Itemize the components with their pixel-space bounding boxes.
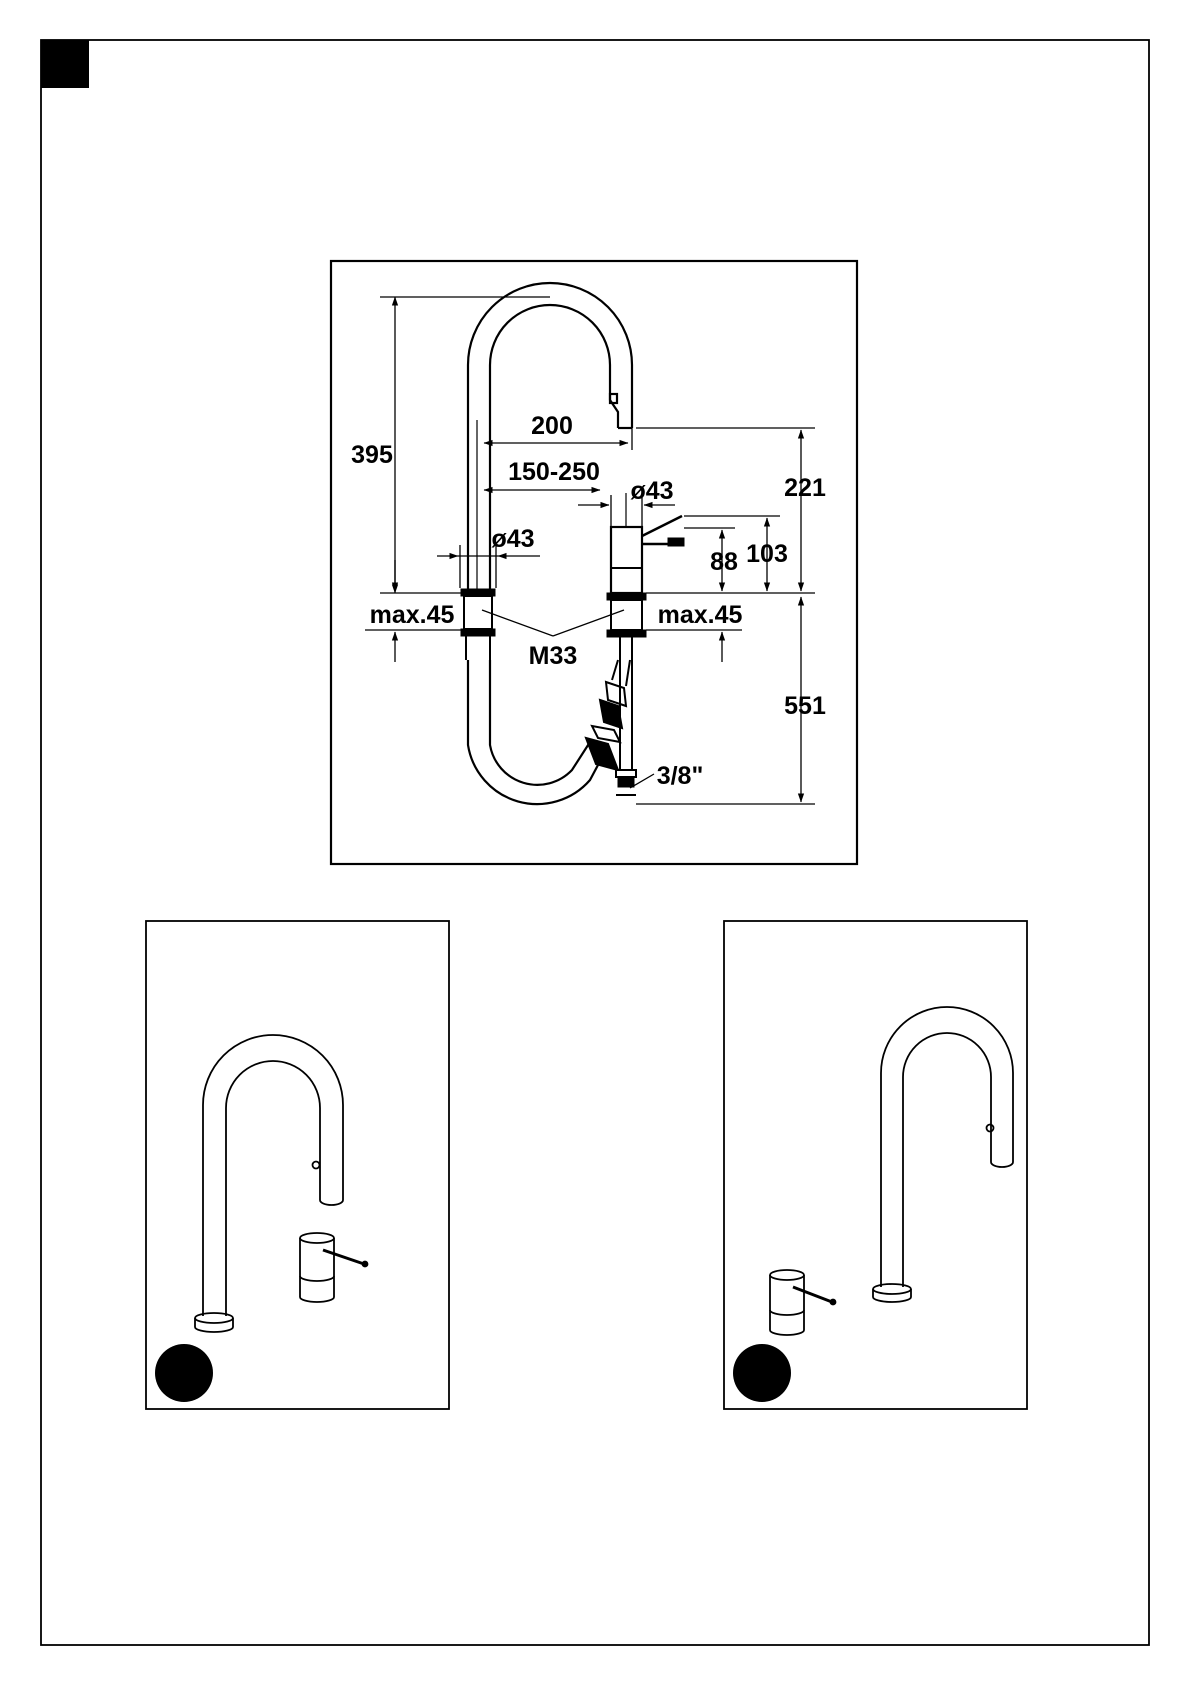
dim-reach-range: 150-250 <box>508 458 600 486</box>
variant-a-spout <box>195 1035 343 1332</box>
variant-panel-a <box>146 921 449 1409</box>
dim-deck-thickness-right: max.45 <box>658 601 743 629</box>
hose-weight <box>586 660 630 770</box>
dim-spout-reach: 200 <box>531 412 573 440</box>
variant-b-spout <box>873 1007 1013 1302</box>
dim-connection: 3/8" <box>657 762 704 790</box>
variant-a-mixer <box>300 1233 368 1302</box>
dim-spout-diameter: ø43 <box>491 525 534 553</box>
variant-panel-b <box>724 921 1027 1409</box>
pull-out-hose <box>468 660 606 804</box>
variant-marker-a <box>155 1344 213 1402</box>
mixer-body <box>607 493 684 795</box>
dim-thread: M33 <box>529 642 578 670</box>
dim-lever-height-88: 88 <box>710 548 738 576</box>
variant-b-mixer <box>770 1270 836 1335</box>
spout-base <box>461 589 495 660</box>
variant-marker-b <box>733 1344 791 1402</box>
page-frame <box>41 40 1149 1645</box>
dim-lever-height-103: 103 <box>746 540 788 568</box>
dim-outlet-height: 221 <box>784 474 826 502</box>
variant-frame-a <box>146 921 449 1409</box>
variant-frame-b <box>724 921 1027 1409</box>
dimension-drawing: 395 200 150-250 ø43 ø43 221 103 88 max.4… <box>331 261 857 864</box>
dim-total-height: 395 <box>351 441 393 469</box>
dim-mixer-diameter: ø43 <box>630 477 673 505</box>
corner-marker <box>41 40 89 88</box>
dim-deck-thickness-left: max.45 <box>370 601 455 629</box>
dim-hose-length: 551 <box>784 692 826 720</box>
